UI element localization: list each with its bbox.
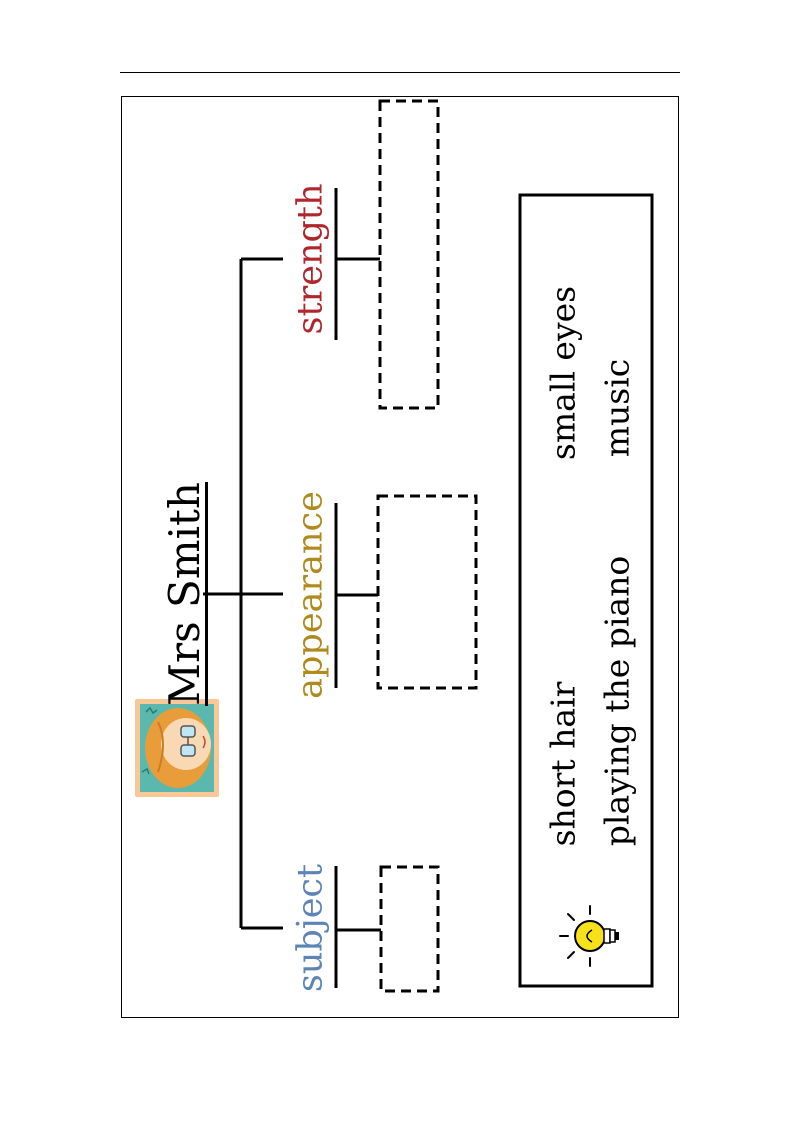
word-bank-item: music <box>597 358 637 458</box>
cartoon-woman-avatar <box>135 699 219 797</box>
answer-boxes <box>376 99 478 993</box>
appearance-answer-box[interactable] <box>376 494 478 690</box>
strength-answer-box[interactable] <box>378 99 440 410</box>
header-rule <box>120 72 680 73</box>
tree-connectors <box>203 188 381 988</box>
branch-label-strength: strength <box>290 183 331 335</box>
word-bank-box <box>518 193 654 988</box>
worksheet-frame <box>121 96 679 1018</box>
word-bank-item: playing the piano <box>597 555 637 847</box>
word-bank-item: short hair <box>543 681 583 847</box>
branch-label-subject: subject <box>290 863 331 993</box>
lightbulb-icon <box>559 905 619 967</box>
subject-answer-box[interactable] <box>379 865 440 993</box>
word-bank-item: small eyes <box>543 285 583 461</box>
branch-label-appearance: appearance <box>290 491 331 699</box>
diagram-title: Mrs Smith <box>160 482 209 706</box>
